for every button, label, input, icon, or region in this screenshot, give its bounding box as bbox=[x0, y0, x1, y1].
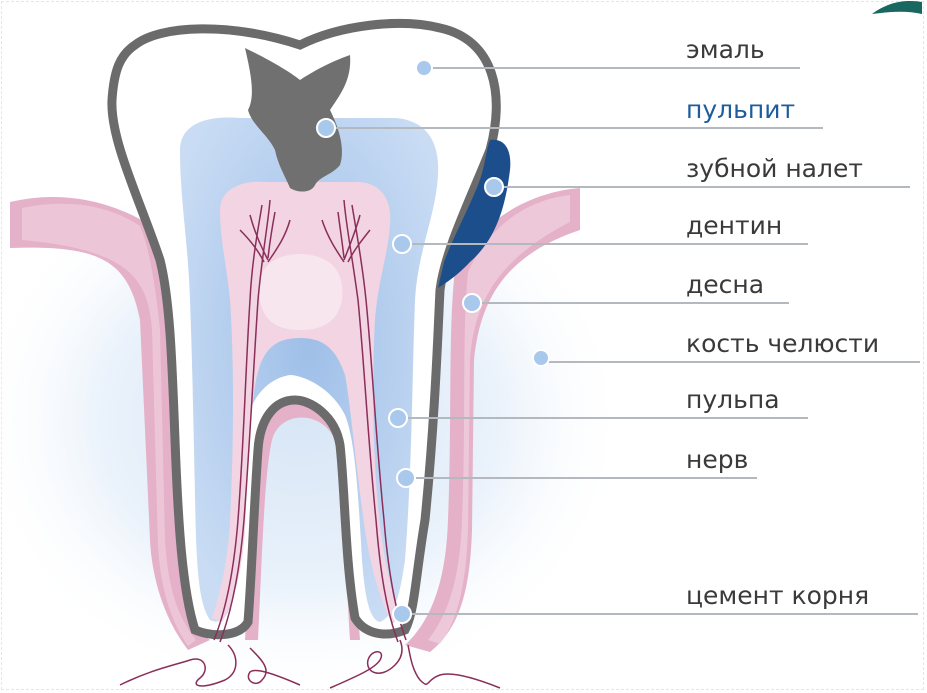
label-jaw-bone: кость челюсти bbox=[686, 329, 879, 358]
pointer-dot-pulp bbox=[389, 409, 407, 427]
corner-accent-shape bbox=[872, 1, 922, 14]
pointer-dot-pulpitis bbox=[317, 119, 335, 137]
label-gum: десна bbox=[686, 270, 764, 299]
pointer-dot-dentin bbox=[393, 235, 411, 253]
label-nerve: нерв bbox=[686, 445, 748, 474]
label-root-cement: цемент корня bbox=[686, 581, 869, 610]
pointer-dot-nerve bbox=[397, 469, 415, 487]
pointer-dot-enamel bbox=[416, 60, 432, 76]
pointer-dot-root-cement bbox=[393, 605, 411, 623]
pointer-dot-jaw-bone bbox=[533, 350, 549, 366]
pointer-dot-gum bbox=[463, 294, 481, 312]
pointer-dot-plaque bbox=[485, 178, 503, 196]
label-dentin: дентин bbox=[686, 211, 782, 240]
label-enamel: эмаль bbox=[686, 35, 765, 64]
label-plaque: зубной налет bbox=[686, 154, 863, 183]
pulp-inner-highlight bbox=[259, 254, 342, 330]
label-pulp: пульпа bbox=[686, 385, 780, 414]
label-pulpitis: пульпит bbox=[686, 95, 795, 124]
